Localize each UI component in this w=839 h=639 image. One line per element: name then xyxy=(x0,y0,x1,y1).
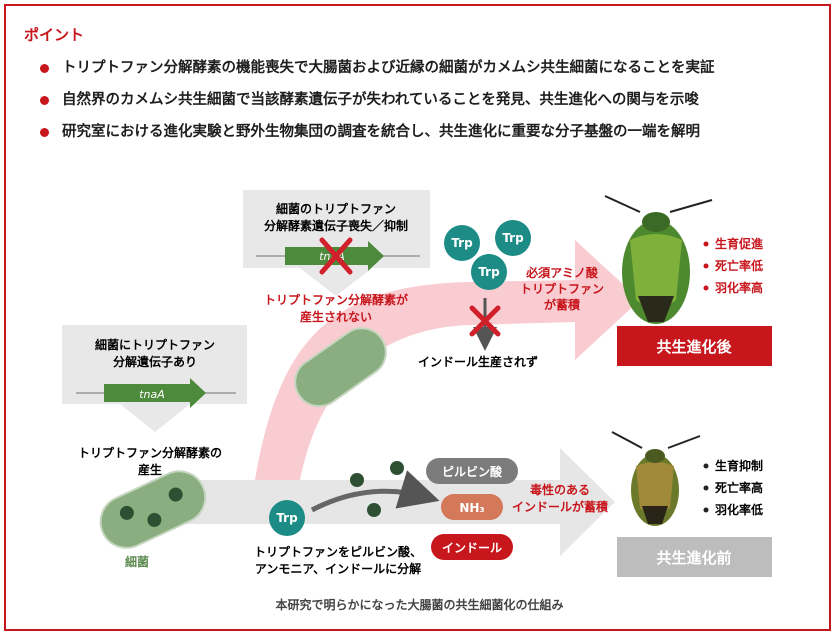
enzyme-line1: トリプトファン分解酵素の xyxy=(78,445,222,460)
before-gene-box xyxy=(62,325,247,432)
after-gene-box xyxy=(243,190,430,296)
after-gene-box-line2: 分解酵素遺伝子喪失／抑制 xyxy=(264,218,408,233)
figure-frame xyxy=(4,4,831,631)
after-stage-banner xyxy=(617,326,772,366)
points-heading: ポイント xyxy=(24,26,85,44)
point-item: 研究室における進化実験と野外生物集団の調査を統合し、共生進化に重要な分子基盤の一… xyxy=(40,124,715,140)
point-item: トリプトファン分解酵素の機能喪失で大腸菌および近縁の細菌がカメムシ共生細菌になる… xyxy=(40,60,715,76)
before-stage-banner xyxy=(617,537,772,577)
product-pyruvate: ピルビン酸 xyxy=(442,464,503,479)
before-gene-name: tnaA xyxy=(139,388,165,401)
bacteria-label: 細菌 xyxy=(125,554,149,569)
no-indole-text: インドール生産されず xyxy=(418,354,538,369)
before-gene-box-line1: 細菌にトリプトファン xyxy=(95,337,215,352)
product-indole: インドール xyxy=(442,541,502,555)
before-bacterium xyxy=(99,470,207,549)
no-enzyme-line1: トリプトファン分解酵素が xyxy=(264,292,408,307)
trp-accum-line3: が蓄積 xyxy=(544,297,581,312)
before-effect-2: 死亡率高 xyxy=(715,480,763,495)
before-gene-box-line2: 分解遺伝子あり xyxy=(113,354,197,369)
product-nh3: NH₃ xyxy=(459,501,484,515)
after-effect-1: 生育促進 xyxy=(715,236,764,251)
after-effect-3: 羽化率高 xyxy=(715,280,763,295)
point-item: 自然界のカメムシ共生細菌で当該酵素遺伝子が失われていることを発見、共生進化への関… xyxy=(40,92,715,108)
gray-pathway-arrow xyxy=(150,448,615,556)
decompose-line1: トリプトファンをピルビン酸、 xyxy=(254,544,422,559)
toxic-line1: 毒性のある xyxy=(530,482,590,497)
no-indole-cross-icon xyxy=(469,305,501,337)
after-trp-3: Trp xyxy=(478,265,500,279)
after-effect-2: 死亡率低 xyxy=(715,258,763,273)
figure-caption: 本研究で明らかになった大腸菌の共生細菌化の仕組み xyxy=(275,598,564,612)
after-bacterium xyxy=(294,327,387,408)
enzyme-line2: 産生 xyxy=(138,462,162,477)
after-trp-1: Trp xyxy=(451,236,473,250)
gene-loss-cross-icon xyxy=(319,237,353,275)
after-trp-2: Trp xyxy=(502,231,524,245)
before-effect-1: 生育抑制 xyxy=(715,458,763,473)
after-stinkbug-image xyxy=(604,195,713,324)
decompose-line2: アンモニア、インドールに分解 xyxy=(255,561,421,576)
trp-accum-line1: 必須アミノ酸 xyxy=(525,265,599,280)
trp-accum-line2: トリプトファン xyxy=(520,281,604,296)
decomposition-arrow xyxy=(310,470,440,513)
before-effect-3: 羽化率低 xyxy=(715,502,763,517)
before-stinkbug-image xyxy=(611,431,701,526)
toxic-line2: インドールが蓄積 xyxy=(512,499,609,514)
after-gene-box-line1: 細菌のトリプトファン xyxy=(276,201,396,216)
before-gene-arrow xyxy=(104,378,206,408)
before-stage-label: 共生進化前 xyxy=(656,549,731,567)
points-list: トリプトファン分解酵素の機能喪失で大腸菌および近縁の細菌がカメムシ共生細菌になる… xyxy=(40,60,715,156)
no-enzyme-line2: 産生されない xyxy=(300,309,372,324)
after-stage-label: 共生進化後 xyxy=(656,338,732,356)
pink-pathway-arrow xyxy=(255,240,640,480)
before-trp: Trp xyxy=(276,511,298,525)
